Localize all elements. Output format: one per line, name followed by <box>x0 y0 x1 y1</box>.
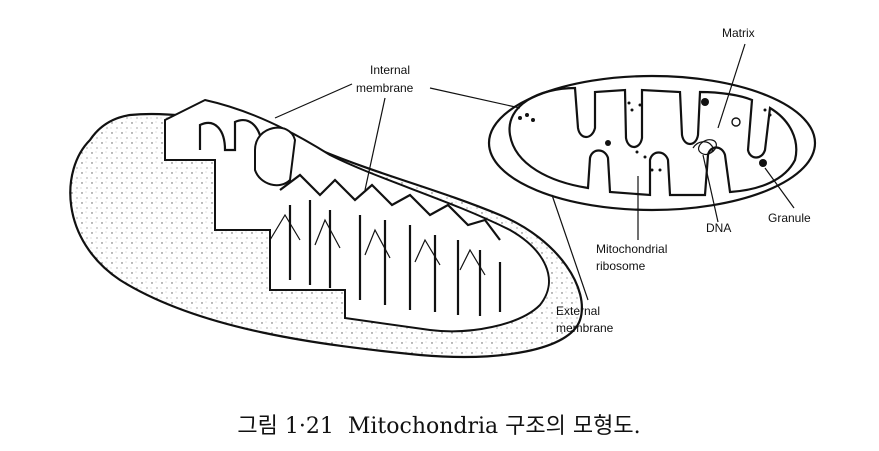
label-matrix: Matrix <box>722 26 755 40</box>
leader-lines <box>274 43 795 301</box>
leader-internal-membrane-c <box>429 87 521 109</box>
leader-matrix <box>717 43 746 129</box>
cross-section-inner-membrane <box>508 86 798 197</box>
cross-section-outer <box>487 74 817 212</box>
dna-strands <box>692 139 717 156</box>
leader-granule <box>764 167 795 209</box>
labels: Internal membrane Matrix DNA Granule Mit… <box>356 26 811 335</box>
label-internal-membrane-line1: Internal <box>370 63 410 77</box>
label-internal-membrane-line2: membrane <box>356 81 414 95</box>
cross-section-granules <box>518 98 772 172</box>
label-mitochondrial-ribosome-line2: ribosome <box>596 259 646 273</box>
leader-internal-membrane-b <box>364 97 386 191</box>
cristae-tube <box>254 126 297 187</box>
inner-cristae-folds <box>269 213 486 276</box>
leader-internal-membrane-a <box>274 83 353 119</box>
leader-external-membrane <box>551 194 589 301</box>
label-external-membrane-line2: membrane <box>556 321 614 335</box>
label-external-membrane-line1: External <box>556 304 600 318</box>
leader-dna <box>702 154 719 223</box>
cristae-drawing <box>198 119 502 316</box>
figure-caption: 그림 1·21 Mitochondria 구조의 모형도. <box>237 414 640 439</box>
cross-section-drawing <box>487 74 817 212</box>
label-dna: DNA <box>706 221 731 235</box>
mitochondrion-3d-drawing <box>69 98 583 358</box>
label-granule: Granule <box>768 211 811 225</box>
label-mitochondrial-ribosome-line1: Mitochondrial <box>596 242 667 256</box>
